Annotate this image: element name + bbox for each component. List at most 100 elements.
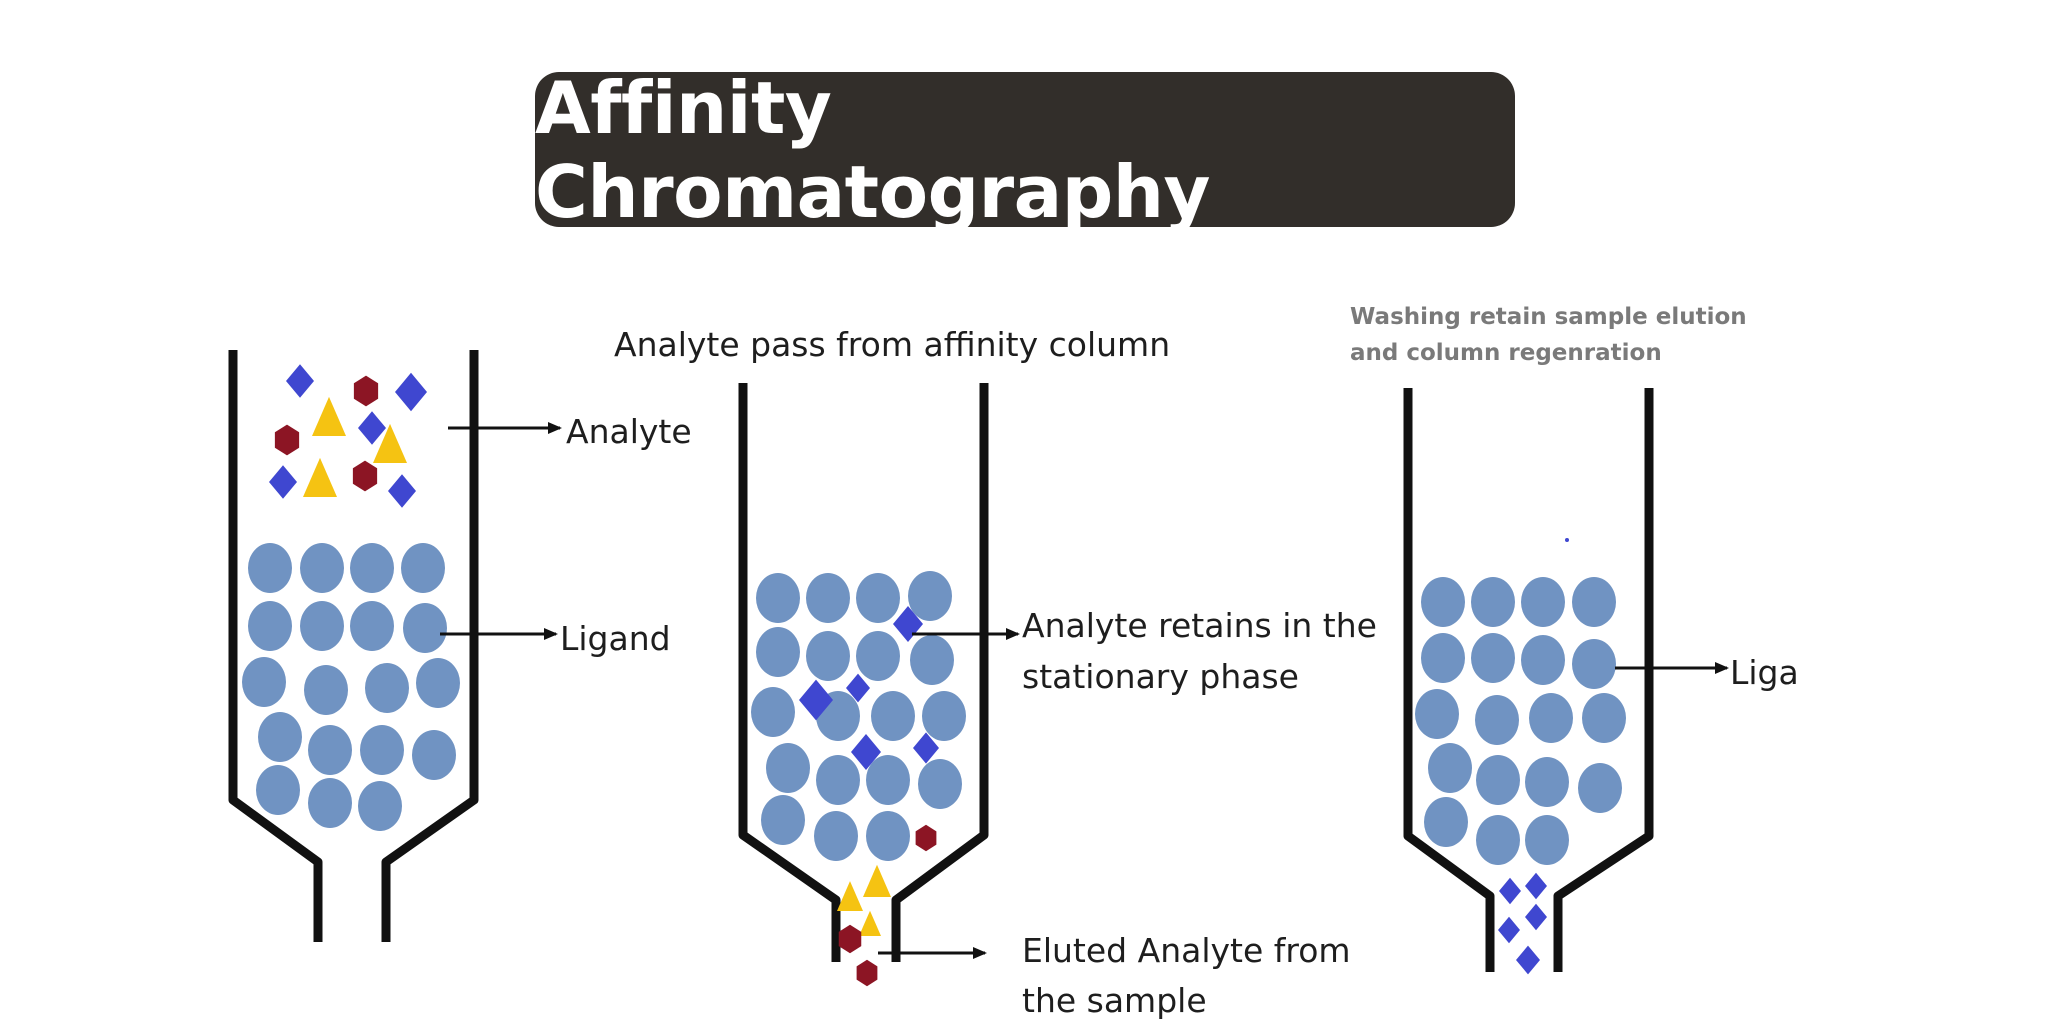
ligand-bead <box>1475 695 1519 745</box>
ligand-bead <box>350 543 394 593</box>
ligand-bead <box>300 543 344 593</box>
ligand-bead <box>1471 577 1515 627</box>
analyte-diamond <box>799 679 833 721</box>
column-3-heading-line1: Washing retain sample elution <box>1350 304 1747 330</box>
column-3-ligand-beads <box>1415 577 1626 865</box>
column-3-wall-left <box>1403 388 1495 972</box>
ligand-bead <box>1582 693 1626 743</box>
ligand-bead <box>300 601 344 651</box>
analyte-diamond <box>388 474 416 508</box>
column-3-heading-line2: and column regenration <box>1350 340 1662 366</box>
ligand-bead <box>1476 815 1520 865</box>
ligand-bead <box>922 691 966 741</box>
column-2: Analyte pass from affinity column Analyt… <box>614 325 1377 1020</box>
column-2-retained-analytes <box>799 606 939 852</box>
ligand-bead <box>242 657 286 707</box>
ligand-bead <box>866 755 910 805</box>
column-1-ligand-beads <box>242 543 460 831</box>
ligand-bead <box>1476 755 1520 805</box>
ligand-bead <box>256 765 300 815</box>
analyte-diamond <box>286 364 314 398</box>
column-2-wall-left <box>738 383 841 962</box>
ligand-bead <box>365 663 409 713</box>
ligand-bead <box>761 795 805 845</box>
stray-dot <box>1565 538 1569 542</box>
ligand-bead <box>358 781 402 831</box>
ligand-bead <box>766 743 810 793</box>
ligand-bead <box>403 603 447 653</box>
ligand-bead <box>910 635 954 685</box>
column-2-wall-right <box>891 383 989 962</box>
column-2-eluted-analytes <box>837 864 891 987</box>
ligand-bead <box>412 730 456 780</box>
ligand-bead <box>308 778 352 828</box>
ligand-bead <box>258 712 302 762</box>
ligand-bead <box>806 631 850 681</box>
analyte-label: Analyte <box>566 412 692 451</box>
ligand-label-1: Ligand <box>560 619 671 658</box>
ligand-bead <box>248 543 292 593</box>
column-3: Washing retain sample elution and column… <box>1350 304 1799 975</box>
analyte-triangle <box>837 881 863 911</box>
ligand-bead <box>1578 763 1622 813</box>
eluted-label-line2: the sample <box>1022 981 1207 1020</box>
analyte-diamond <box>1516 945 1540 975</box>
ligand-label-3: Liga <box>1730 653 1799 692</box>
ligand-bead <box>1471 633 1515 683</box>
ligand-bead <box>908 571 952 621</box>
analyte-hexagon <box>838 924 862 954</box>
ligand-bead <box>856 631 900 681</box>
analyte-triangle <box>859 910 881 936</box>
ligand-bead <box>1424 797 1468 847</box>
retain-label-line1: Analyte retains in the <box>1022 606 1377 645</box>
ligand-bead <box>1525 815 1569 865</box>
ligand-bead <box>350 601 394 651</box>
analyte-triangle <box>312 396 346 436</box>
ligand-bead <box>866 811 910 861</box>
column-1-analyte-mixture <box>269 364 427 508</box>
column-2-heading: Analyte pass from affinity column <box>614 325 1170 364</box>
analyte-triangle <box>863 864 891 897</box>
analyte-hexagon <box>274 424 300 456</box>
ligand-bead <box>1572 577 1616 627</box>
analyte-triangle <box>303 457 337 497</box>
analyte-diamond <box>913 732 939 764</box>
analyte-diamond <box>1498 916 1520 944</box>
column-1-wall-left <box>228 350 323 942</box>
analyte-triangle <box>373 423 407 463</box>
column-3-eluted-analytes <box>1498 538 1569 975</box>
ligand-bead <box>248 601 292 651</box>
analyte-hexagon <box>915 824 937 852</box>
ligand-bead <box>756 573 800 623</box>
eluted-label-line1: Eluted Analyte from <box>1022 931 1351 970</box>
ligand-bead <box>814 811 858 861</box>
analyte-diamond <box>1525 903 1547 931</box>
analyte-diamond <box>358 411 386 445</box>
title-banner: Affinity Chromatography <box>535 66 1515 234</box>
analyte-hexagon <box>353 375 379 407</box>
column-1-wall-right <box>381 350 479 942</box>
ligand-bead <box>1572 639 1616 689</box>
analyte-diamond <box>395 372 427 412</box>
ligand-bead <box>751 687 795 737</box>
analyte-diamond <box>851 734 881 770</box>
ligand-bead <box>1428 743 1472 793</box>
ligand-bead <box>1421 633 1465 683</box>
analyte-hexagon <box>856 959 878 987</box>
ligand-bead <box>856 573 900 623</box>
analyte-diamond <box>1525 872 1547 900</box>
ligand-bead <box>416 658 460 708</box>
ligand-bead <box>756 627 800 677</box>
ligand-bead <box>871 691 915 741</box>
ligand-bead <box>308 725 352 775</box>
ligand-bead <box>401 543 445 593</box>
retain-label-line2: stationary phase <box>1022 657 1299 696</box>
page-title: Affinity Chromatography <box>535 65 1210 234</box>
ligand-bead <box>1521 635 1565 685</box>
ligand-bead <box>1525 757 1569 807</box>
ligand-bead <box>1415 689 1459 739</box>
column-1: Analyte Ligand <box>228 350 692 942</box>
analyte-diamond <box>1499 877 1521 905</box>
column-2-ligand-beads <box>751 571 966 861</box>
